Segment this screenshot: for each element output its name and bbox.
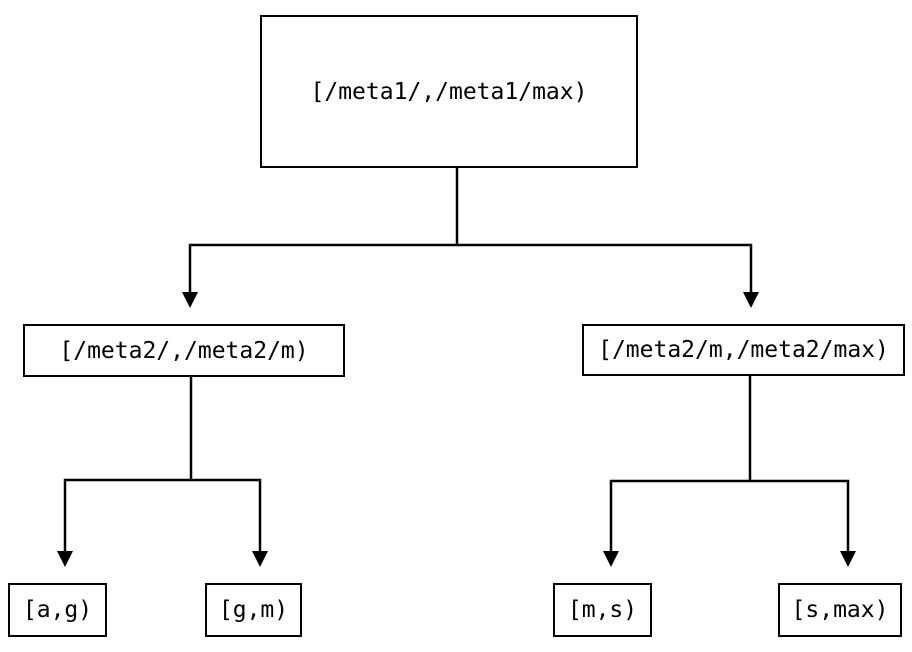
tree-leaf-ms: [m,s) — [553, 583, 652, 637]
edge-leftmid-to-leaves — [63, 377, 262, 552]
tree-node-right-mid: [/meta2/m,/meta2/max) — [582, 324, 905, 376]
arrow-down-icon — [57, 551, 73, 567]
arrow-down-icon — [743, 292, 759, 308]
tree-leaf-ms-label: [m,s) — [567, 597, 638, 623]
tree-leaf-ag: [a,g) — [8, 583, 107, 637]
edge-rightmid-to-leaves — [609, 376, 850, 552]
edge-root-to-mids — [188, 168, 753, 293]
tree-node-root-label: [/meta1/,/meta1/max) — [310, 78, 588, 105]
tree-node-root: [/meta1/,/meta1/max) — [260, 15, 638, 168]
arrow-down-icon — [182, 292, 198, 308]
tree-node-right-mid-label: [/meta2/m,/meta2/max) — [598, 337, 889, 363]
tree-node-left-mid-label: [/meta2/,/meta2/m) — [59, 337, 309, 364]
tree-leaf-gm: [g,m) — [205, 583, 302, 637]
tree-leaf-gm-label: [g,m) — [218, 597, 289, 623]
tree-leaf-ag-label: [a,g) — [22, 597, 93, 623]
arrow-down-icon — [840, 551, 856, 567]
tree-leaf-smax: [s,max) — [778, 583, 902, 637]
arrow-down-icon — [603, 551, 619, 567]
tree-leaf-smax-label: [s,max) — [791, 597, 889, 623]
tree-node-left-mid: [/meta2/,/meta2/m) — [23, 324, 345, 377]
arrow-down-icon — [252, 551, 268, 567]
